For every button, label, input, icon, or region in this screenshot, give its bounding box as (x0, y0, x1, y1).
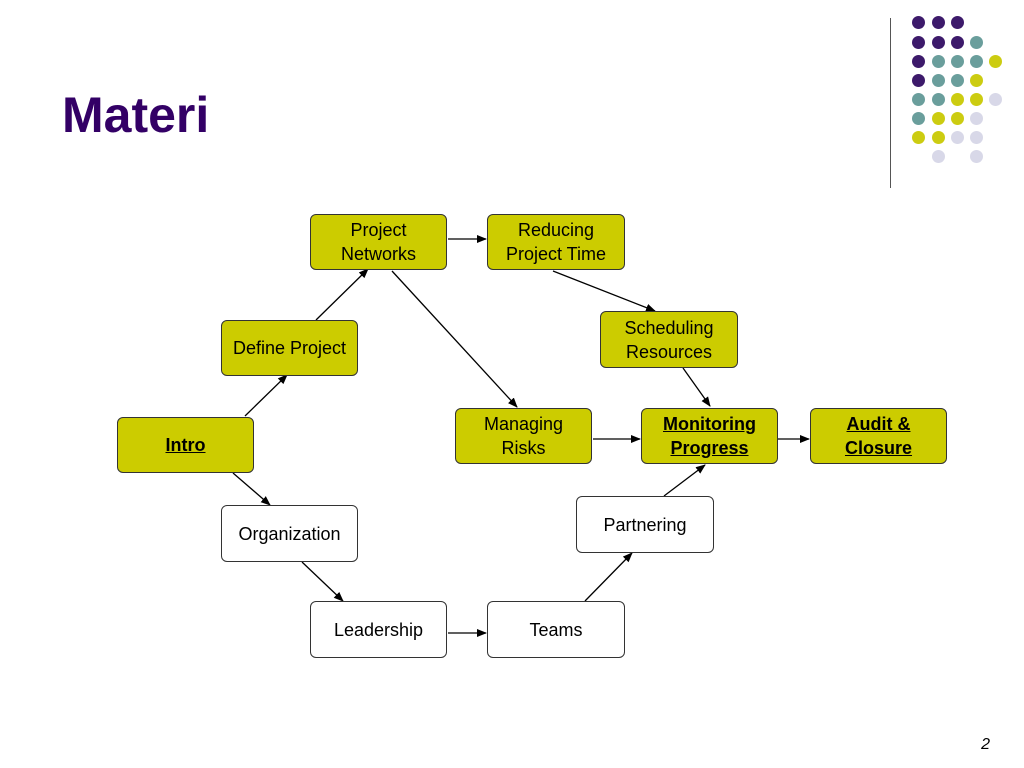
node-partnering-label: Partnering (603, 514, 687, 535)
node-monitoring-progress-label: Monitoring Progress (663, 414, 756, 458)
arrow-teams-to-partnering (584, 552, 633, 602)
node-reducing-project-time-label: Reducing Project Time (505, 220, 607, 264)
slide-title: Materi (62, 87, 210, 143)
node-managing-risks[interactable]: Managing Risks (455, 408, 592, 464)
node-project-networks[interactable]: Project Networks (310, 214, 447, 270)
arrow-intro-to-define-project (244, 374, 288, 417)
node-organization-label: Organization (238, 523, 341, 544)
node-define-project-label: Define Project (232, 338, 347, 358)
arrow-organization-to-leadership (301, 561, 344, 602)
node-leadership[interactable]: Leadership (310, 601, 447, 658)
node-partnering[interactable]: Partnering (576, 496, 714, 553)
node-scheduling-resources-label: Scheduling Resources (624, 317, 714, 362)
node-project-networks-label: Project Networks (340, 220, 416, 264)
node-teams-label: Teams (529, 619, 583, 640)
node-organization[interactable]: Organization (221, 505, 358, 562)
node-intro[interactable]: Intro (117, 417, 254, 473)
arrow-partnering-to-monitoring (663, 464, 706, 497)
node-leadership-label: Leadership (333, 619, 424, 640)
arrow-intro-to-organization (232, 472, 271, 506)
arrow-scheduling-to-monitoring (682, 367, 711, 407)
node-scheduling-resources[interactable]: Scheduling Resources (600, 311, 738, 368)
arrow-define-project-to-project-networks (315, 268, 369, 321)
node-reducing-project-time[interactable]: Reducing Project Time (487, 214, 625, 270)
node-intro-label: Intro (165, 435, 206, 455)
node-audit-closure[interactable]: Audit & Closure (810, 408, 947, 464)
page-number: 2 (981, 736, 990, 753)
node-teams[interactable]: Teams (487, 601, 625, 658)
decorative-divider (890, 18, 891, 188)
node-managing-risks-label: Managing Risks (483, 414, 564, 458)
node-define-project[interactable]: Define Project (221, 320, 358, 376)
node-audit-closure-label: Audit & Closure (844, 414, 913, 458)
node-monitoring-progress[interactable]: Monitoring Progress (641, 408, 778, 464)
arrow-project-networks-to-managing-risks (391, 270, 518, 408)
arrow-reducing-time-to-scheduling (552, 270, 656, 312)
